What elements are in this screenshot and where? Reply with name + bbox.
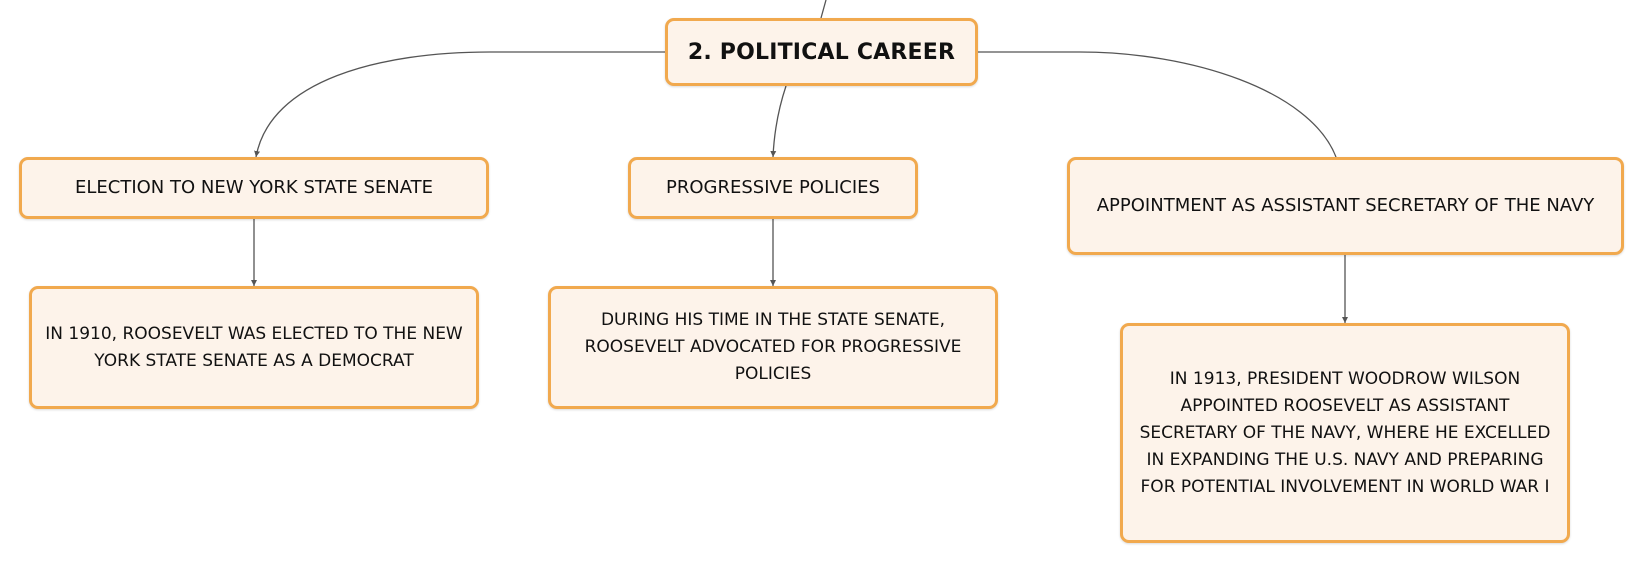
node-detail-text: DURING HIS TIME IN THE STATE SENATE, ROO… [584,310,962,384]
node-label: APPOINTMENT AS ASSISTANT SECRETARY OF TH… [1096,195,1595,216]
node-label: ELECTION TO NEW YORK STATE SENATE [74,177,434,198]
node-detail-text: IN 1910, ROOSEVELT WAS ELECTED TO THE NE… [45,323,463,371]
node-label: PROGRESSIVE POLICIES [666,177,880,198]
node-assistant-secretary-navy[interactable]: APPOINTMENT AS ASSISTANT SECRETARY OF TH… [1067,157,1624,255]
node-election-to-state-senate[interactable]: ELECTION TO NEW YORK STATE SENATE [19,157,489,219]
node-election-detail[interactable]: IN 1910, ROOSEVELT WAS ELECTED TO THE NE… [29,286,479,409]
node-detail-text: IN 1913, PRESIDENT WOODROW WILSON APPOIN… [1139,368,1551,497]
node-progressive-policies[interactable]: PROGRESSIVE POLICIES [628,157,918,219]
node-progressive-policies-detail[interactable]: DURING HIS TIME IN THE STATE SENATE, ROO… [548,286,998,409]
connector-root-to-progressive [770,85,787,158]
root-node-label: 2. POLITICAL CAREER [687,39,956,65]
connector-root-to-navy [978,51,1337,158]
root-node-political-career[interactable]: 2. POLITICAL CAREER [665,18,978,86]
connector-root-to-election [254,51,665,158]
node-navy-appointment-detail[interactable]: IN 1913, PRESIDENT WOODROW WILSON APPOIN… [1120,323,1570,543]
connector-from-parent [820,0,827,19]
